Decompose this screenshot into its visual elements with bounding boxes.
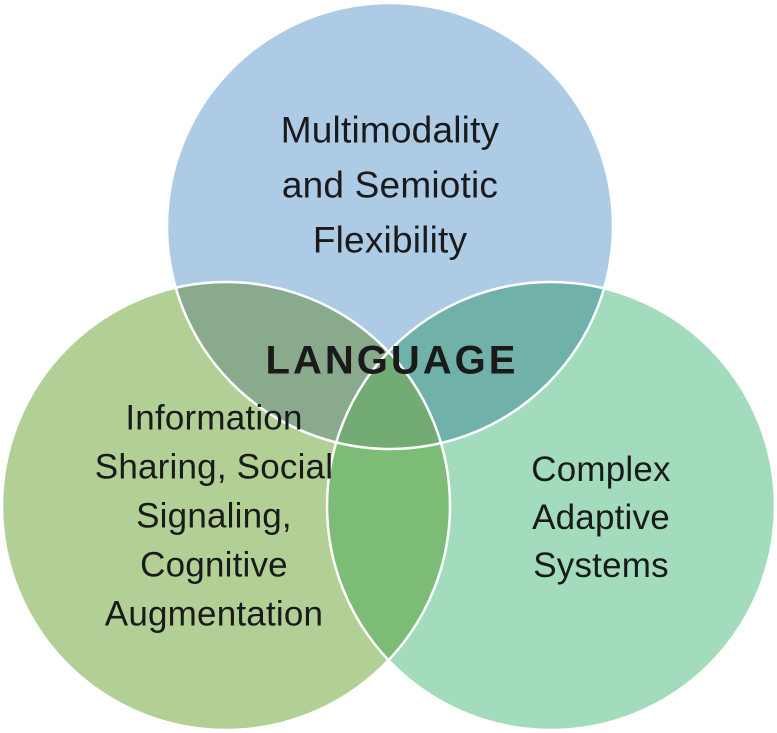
right-circle-label: Complex Adaptive Systems bbox=[531, 446, 671, 590]
left-circle-label-line: Augmentation bbox=[104, 594, 324, 634]
circle-multimodality-outline bbox=[165, 1, 615, 451]
left-circle-label: Information Sharing, Social Signaling, C… bbox=[95, 394, 333, 639]
overlap-top-right-region bbox=[327, 282, 613, 449]
center-language-label: LANGUAGE bbox=[265, 338, 519, 383]
top-circle-label-line: Multimodality bbox=[280, 109, 500, 151]
right-circle-label-line: Systems bbox=[533, 546, 669, 585]
top-circle-label-line: Flexibility bbox=[312, 219, 468, 261]
circle-information-sharing-outline bbox=[0, 280, 452, 732]
left-circle-label-line: Signaling, bbox=[136, 496, 292, 536]
left-circle-label-line: Sharing, Social bbox=[94, 447, 334, 487]
right-circle-label-line: Complex bbox=[531, 450, 671, 489]
overlap-top-left-region bbox=[167, 282, 450, 449]
right-circle-label-line: Adaptive bbox=[532, 498, 670, 537]
left-circle-label-line: Cognitive bbox=[140, 545, 288, 585]
circle-complex-adaptive-outline bbox=[325, 280, 777, 732]
left-circle-label-line: Information bbox=[125, 398, 303, 438]
top-circle-label: Multimodality and Semiotic Flexibility bbox=[281, 103, 500, 268]
top-circle-label-line: and Semiotic bbox=[281, 164, 499, 206]
